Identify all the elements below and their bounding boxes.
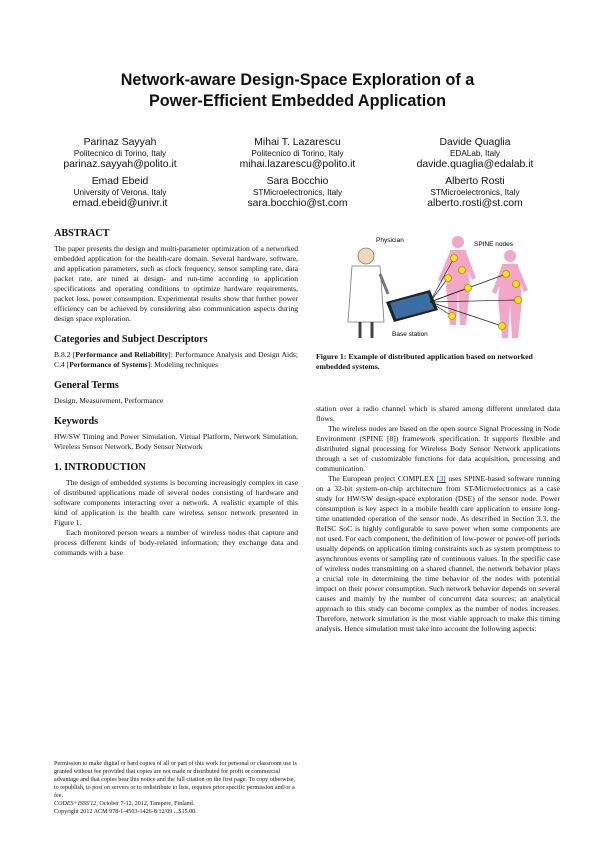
- paragraph: station over a radio channel which is sh…: [316, 404, 560, 423]
- base-station-device: [386, 290, 438, 322]
- paragraph: The European project COMPLEX [3] uses SP…: [316, 474, 560, 634]
- text-run-bold: Performance of Systems: [69, 360, 148, 369]
- author-name: Sara Bocchio: [266, 176, 329, 187]
- left-column: ABSTRACT The paper presents the design a…: [54, 228, 298, 568]
- author: Davide Quaglia EDALab, Italy davide.quag…: [395, 137, 555, 171]
- author-email: mihai.lazarescu@polito.it: [239, 159, 356, 170]
- venue-line: CODES+ISSS'12, October 7-12, 2012, Tampe…: [54, 800, 298, 808]
- author-email: sara.bocchio@st.com: [247, 198, 348, 209]
- section-heading: Keywords: [54, 416, 99, 427]
- figure-illustration: Physician SPINE nodes Base station: [347, 236, 528, 338]
- author: Mihai T. Lazarescu Politecnico di Torino…: [218, 137, 378, 171]
- author: Emad Ebeid University of Verona, Italy e…: [40, 176, 200, 210]
- paragraph: The wireless nodes are based on the open…: [316, 424, 560, 473]
- author: Alberto Rosti STMicroelectronics, Italy …: [395, 176, 555, 210]
- author-email: emad.ebeid@univr.it: [72, 198, 168, 209]
- title-line-2: Power-Efficient Embedded Application: [148, 92, 447, 110]
- author-name: Emad Ebeid: [91, 176, 149, 187]
- author-affiliation: STMicroelectronics, Italy: [430, 188, 520, 197]
- author: Sara Bocchio STMicroelectronics, Italy s…: [218, 176, 378, 210]
- text-run: ]: Performance Analysis and Design Aids;…: [54, 350, 298, 369]
- categories-section: Categories and Subject Descriptors B.8.2…: [54, 334, 298, 370]
- author-email: parinaz.sayyah@polito.it: [63, 159, 177, 170]
- introduction-section: 1. INTRODUCTION The design of embedded s…: [54, 462, 298, 558]
- copyright-footnote: Permission to make digital or hard copie…: [54, 760, 298, 816]
- section-heading: General Terms: [54, 380, 119, 391]
- section-heading: 1. INTRODUCTION: [54, 462, 146, 473]
- author-row: Parinaz Sayyah Politecnico di Torino, It…: [40, 137, 555, 171]
- text-run: uses SPINE-based software running on a 3…: [316, 474, 560, 633]
- text-run: ]: Modeling techniques: [147, 360, 219, 369]
- paper-title: Network-aware Design-Space Exploration o…: [60, 70, 535, 112]
- author-affiliation: Politecnico di Torino, Italy: [73, 149, 167, 158]
- title-line-1: Network-aware Design-Space Exploration o…: [120, 71, 475, 89]
- author-block: Parinaz Sayyah Politecnico di Torino, It…: [40, 137, 555, 215]
- physician-label: Physician: [376, 237, 404, 244]
- keywords-text: HW/SW Timing and Power Simulation, Virtu…: [54, 432, 298, 451]
- author: Parinaz Sayyah Politecnico di Torino, It…: [40, 137, 200, 171]
- general-terms-text: Design, Measurement, Performance: [54, 396, 164, 405]
- text-run: B.8.2 [: [54, 350, 76, 359]
- citation-link[interactable]: [3]: [436, 474, 446, 483]
- author-name: Parinaz Sayyah: [83, 137, 157, 148]
- keywords-section: Keywords HW/SW Timing and Power Simulati…: [54, 416, 298, 452]
- author-row: Emad Ebeid University of Verona, Italy e…: [40, 176, 555, 210]
- paragraph: The design of embedded systems is becomi…: [54, 478, 298, 527]
- abstract-section: ABSTRACT The paper presents the design a…: [54, 228, 298, 324]
- right-column: station over a radio channel which is sh…: [316, 404, 560, 634]
- person-figure: [438, 236, 476, 325]
- author-affiliation: EDALab, Italy: [449, 149, 501, 158]
- author-affiliation: STMicroelectronics, Italy: [252, 188, 343, 197]
- author-affiliation: Politecnico di Torino, Italy: [251, 149, 344, 158]
- paragraph: Each monitored person wears a number of …: [54, 528, 298, 557]
- spine-node-dots: [444, 254, 522, 330]
- general-terms-section: General Terms Design, Measurement, Perfo…: [54, 380, 298, 406]
- abstract-text: The paper presents the design and multi-…: [54, 244, 298, 323]
- author-name: Davide Quaglia: [439, 137, 511, 148]
- physician-figure: [347, 247, 390, 338]
- figure-caption: Figure 1: Example of distributed applica…: [316, 352, 533, 371]
- permission-text: Permission to make digital or hard copie…: [54, 761, 297, 799]
- figure-1: Physician SPINE nodes Base station: [330, 230, 540, 345]
- categories-text: B.8.2 [Performance and Reliability]: Per…: [54, 350, 298, 370]
- spine-nodes-label: SPINE nodes: [474, 241, 514, 248]
- author-affiliation: University of Verona, Italy: [73, 188, 167, 197]
- author-email: davide.quaglia@edalab.it: [416, 159, 534, 170]
- text-run-bold: Performance and Reliability: [75, 350, 169, 359]
- venue-details: October 7-12, 2012, Tampere, Finland.: [97, 801, 195, 807]
- author-email: alberto.rosti@st.com: [427, 198, 523, 209]
- section-heading: Categories and Subject Descriptors: [54, 334, 208, 345]
- section-heading: ABSTRACT: [54, 228, 110, 239]
- venue-name: CODES+ISSS'12,: [54, 801, 98, 807]
- copyright-line: Copyright 2012 ACM 978-1-4503-1426-8/12/…: [54, 809, 197, 815]
- base-station-label: Base station: [392, 331, 428, 338]
- author-name: Alberto Rosti: [445, 176, 505, 187]
- author-name: Mihai T. Lazarescu: [254, 137, 341, 148]
- text-run: The European project COMPLEX: [328, 474, 437, 483]
